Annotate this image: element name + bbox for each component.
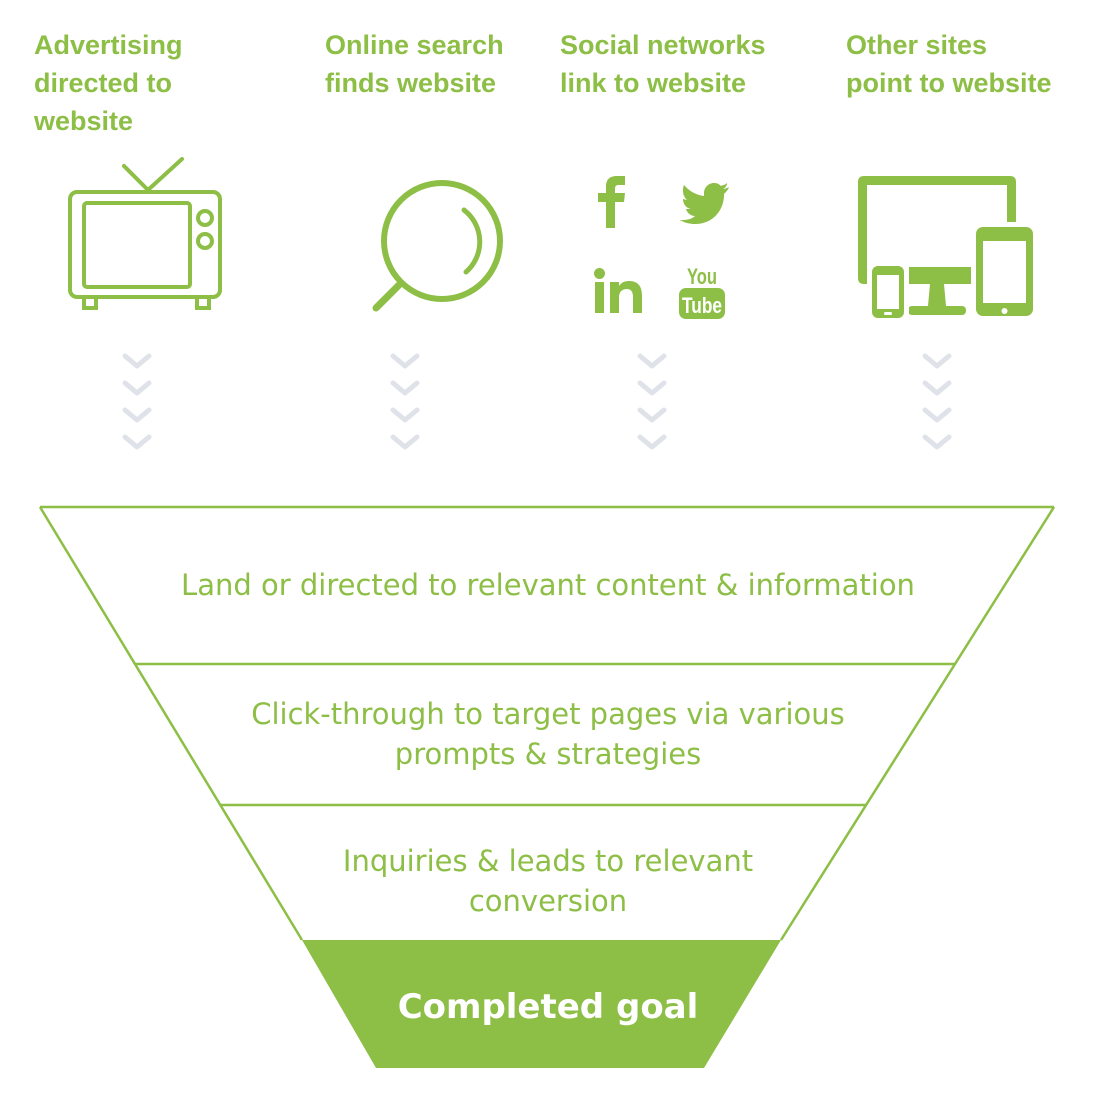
source-label-social-networks: Social networks link to website [560, 30, 766, 98]
chevron-down-icon-column-2 [390, 353, 420, 450]
svg-text:Tube: Tube [682, 293, 722, 318]
source-label-advertising: Advertising directed to website [34, 30, 183, 136]
funnel-stage-click-through: Click-through to target pages via variou… [251, 697, 845, 771]
chevron-down-icon-column-4 [922, 353, 952, 450]
twitter-icon [680, 183, 729, 224]
chevron-down-icon-column-1 [122, 353, 152, 450]
funnel-stage-completed-goal: Completed goal [397, 987, 699, 1027]
youtube-icon: You Tube [679, 264, 725, 319]
linkedin-icon [594, 268, 642, 313]
funnel-stage-land: Land or directed to relevant content & i… [181, 568, 915, 602]
devices-icon [858, 176, 1037, 324]
tv-icon [68, 157, 222, 310]
funnel-stage-inquiries: Inquiries & leads to relevant conversion [342, 844, 754, 918]
source-label-other-sites: Other sites point to website [846, 30, 1052, 98]
source-label-online-search: Online search finds website [325, 30, 504, 98]
svg-text:You: You [687, 264, 717, 289]
chevron-down-icon-column-3 [637, 353, 667, 450]
magnifier-icon [372, 180, 503, 312]
facebook-icon [598, 176, 625, 228]
